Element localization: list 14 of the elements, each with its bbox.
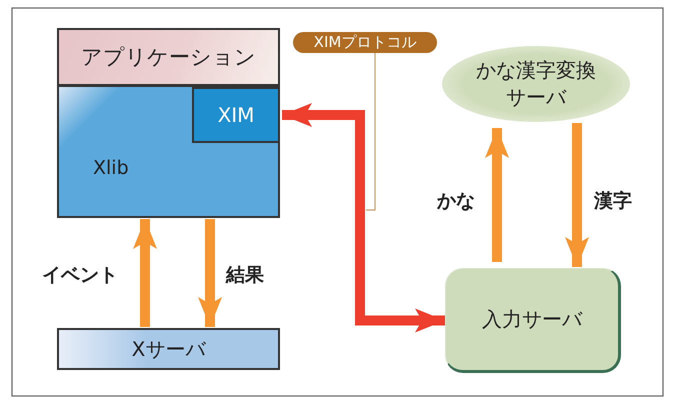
double-arrow bbox=[282, 103, 445, 332]
library-box bbox=[57, 85, 280, 218]
input-server-box: 入力サーバ bbox=[445, 268, 621, 373]
arrow bbox=[133, 219, 157, 327]
arrow bbox=[198, 219, 222, 327]
server-ellipse: かな漢字変換サーバ bbox=[442, 46, 630, 122]
protocol-badge: XIMプロトコル bbox=[293, 32, 437, 53]
arrow bbox=[485, 128, 509, 262]
leader-line bbox=[366, 53, 376, 211]
xim-box: XIM bbox=[192, 87, 280, 143]
application-band: アプリケーション bbox=[57, 28, 280, 86]
box-label: Xlib bbox=[93, 157, 129, 179]
server-box: Xサーバ bbox=[57, 328, 280, 370]
arrow bbox=[565, 123, 589, 267]
